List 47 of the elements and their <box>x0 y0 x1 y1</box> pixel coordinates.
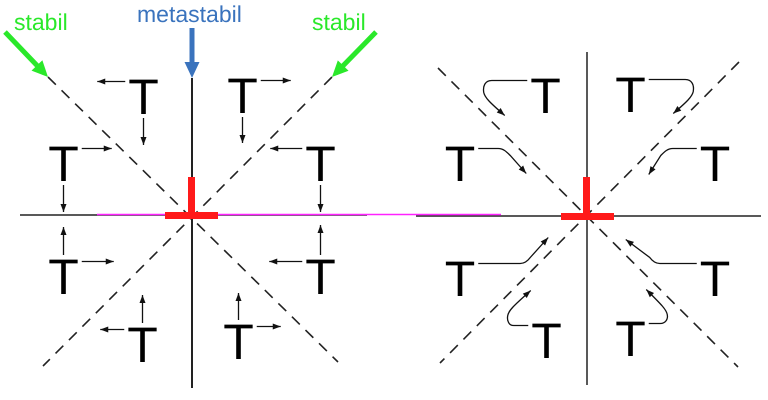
t-label: T <box>48 259 79 296</box>
arrow <box>82 146 112 152</box>
arrow <box>82 258 114 264</box>
arrow <box>236 293 242 320</box>
t-label: T <box>615 77 646 114</box>
curved-arrow <box>478 237 549 264</box>
curved-arrow <box>506 290 532 326</box>
arrow <box>318 185 324 212</box>
metastable-label: metastabil <box>137 3 242 26</box>
arrow <box>240 117 246 143</box>
stable-label: stabil <box>14 11 68 34</box>
curved-arrow <box>646 289 668 324</box>
arrow <box>140 118 146 145</box>
t-label: T <box>444 261 476 298</box>
stable-label: stabil <box>312 11 366 34</box>
t-label: T <box>615 321 646 358</box>
t-label: T <box>531 323 562 360</box>
arrow <box>260 78 291 84</box>
arrow <box>140 295 146 323</box>
t-label: T <box>223 324 254 362</box>
arrow <box>269 258 302 264</box>
arrow <box>100 326 124 332</box>
vertical-axis-line <box>191 78 193 388</box>
arrow <box>60 185 66 212</box>
arrow <box>97 78 126 84</box>
t-label: T <box>227 78 258 116</box>
curved-arrow <box>625 238 697 264</box>
t-label: T <box>127 327 158 364</box>
t-label: T <box>48 146 79 184</box>
curved-arrow <box>478 148 527 174</box>
pointer-arrow <box>3 30 48 77</box>
t-label: T <box>700 261 730 298</box>
t-label: T <box>444 146 476 184</box>
t-label: T <box>700 146 730 184</box>
arrow <box>60 227 66 255</box>
curved-arrow <box>648 148 697 175</box>
pointer-arrow <box>332 30 378 77</box>
arrow <box>256 324 281 330</box>
t-label: T <box>128 79 159 116</box>
t-label: T <box>305 259 336 296</box>
t-label: T <box>530 78 561 116</box>
arrow <box>318 225 324 255</box>
pointer-arrow <box>184 28 200 78</box>
curved-arrow <box>648 78 694 114</box>
curved-arrow <box>482 80 528 116</box>
t-label: T <box>305 146 336 184</box>
arrow <box>270 146 302 152</box>
